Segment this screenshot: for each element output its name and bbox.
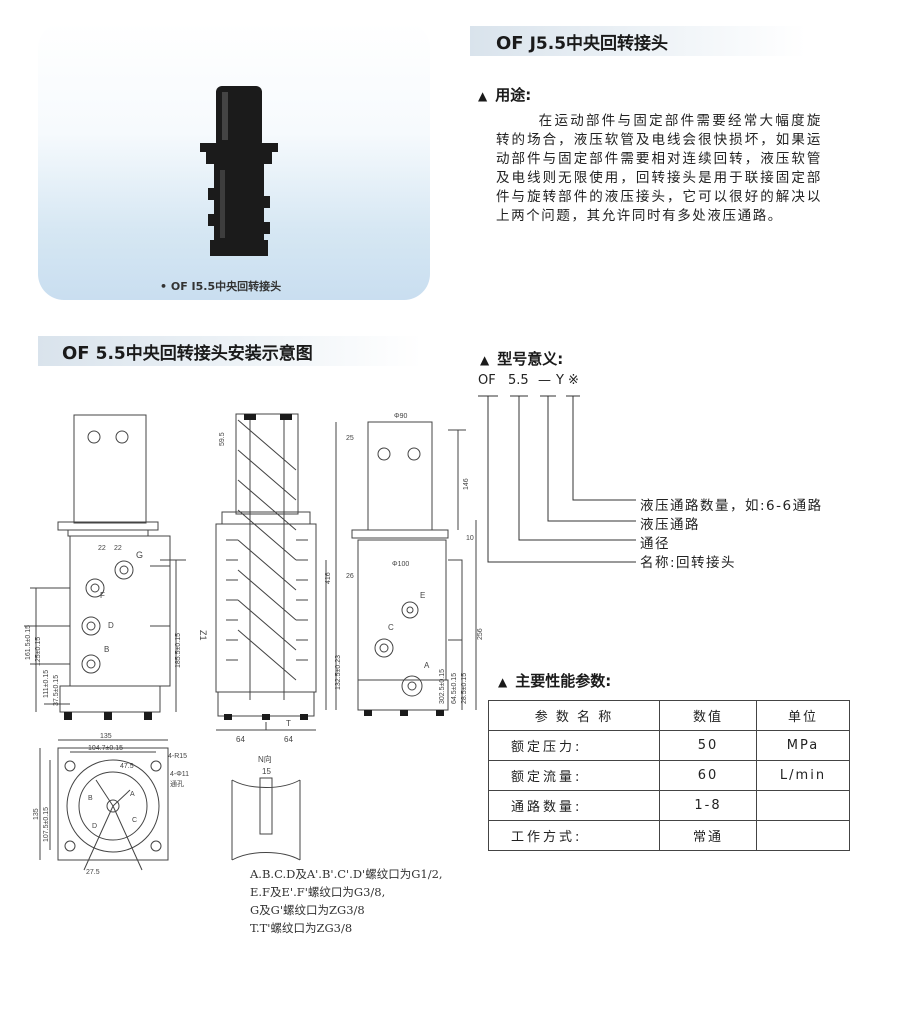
dim-256: 256 xyxy=(477,628,484,640)
dim-25: 25 xyxy=(346,435,354,442)
model-heading: ▲型号意义: xyxy=(480,350,564,368)
usage-text: 在运动部件与固定部件需要经常大幅度旋转的场合，液压软管及电线会很快损坏，如果运动… xyxy=(496,113,822,224)
dim-26: 26 xyxy=(346,573,354,580)
dim-4r15: 4-R15 xyxy=(168,753,187,760)
label-g: G xyxy=(136,550,143,560)
usage-heading: ▲用途: xyxy=(478,86,532,104)
thread-note-3: G及G'螺纹口为ZG3/8 xyxy=(250,903,365,917)
model-code-prefix: OF xyxy=(478,373,496,388)
label-t: T xyxy=(286,719,291,728)
dim-132: 132.5±0.23 xyxy=(335,655,342,690)
table-row: 额定流量: 60 L/min xyxy=(488,760,850,791)
dim-27: 27.5 xyxy=(86,869,100,876)
dim-22b: 22 xyxy=(114,545,122,552)
dim-111: 111±0.15 xyxy=(43,670,50,698)
label-b: B xyxy=(104,645,109,654)
dim-135: 135 xyxy=(100,733,112,740)
table-row: 通路数量: 1-8 xyxy=(488,790,850,821)
dim-37: 37.5±0.15 xyxy=(53,675,60,706)
thread-note-1: A.B.C.D及A'.B'.C'.D'螺纹口为G1/2, xyxy=(250,867,443,881)
model-code-count: ※ xyxy=(568,373,579,388)
dim-15: 15 xyxy=(262,767,271,776)
legend-channel-count: 液压通路数量，如:6-6通路 xyxy=(640,498,823,514)
thread-note-4: T.T'螺纹口为ZG3/8 xyxy=(250,921,353,935)
header-value: 数值 xyxy=(659,700,757,731)
label-b2: B xyxy=(88,795,93,802)
dim-104: 104.7±0.15 xyxy=(88,745,123,752)
dim-64b: 64 xyxy=(284,735,293,744)
header-unit: 单位 xyxy=(756,700,850,731)
thread-note-2: E.F及E'.F'螺纹口为G3/8, xyxy=(250,885,386,899)
dim-22a: 22 xyxy=(98,545,106,552)
dim-135b: 135 xyxy=(33,808,40,820)
model-code-size: 5.5 xyxy=(508,373,529,388)
triangle-icon: ▲ xyxy=(498,675,508,689)
label-z1: Z1 xyxy=(198,630,208,641)
header-param-name: 参 数 名 称 xyxy=(488,700,660,731)
table-header-row: 参 数 名 称 数值 单位 xyxy=(488,700,850,731)
legend-bore: 通径 xyxy=(640,536,670,552)
dim-64a: 64 xyxy=(236,735,245,744)
label-c2: C xyxy=(388,623,394,632)
dim-416: 416 xyxy=(325,572,332,584)
label-e: E xyxy=(420,591,425,600)
model-code-dash: — xyxy=(538,373,551,388)
label-n-view: N向 xyxy=(258,754,272,764)
params-table: 参 数 名 称 数值 单位 额定压力: 50 MPa 额定流量: 60 L/mi… xyxy=(488,700,850,851)
dim-161: 161.5±0.15 xyxy=(25,625,32,660)
dim-10: 10 xyxy=(466,535,474,542)
dim-107: 107.5±0.15 xyxy=(43,807,50,842)
dim-28: 28.5±0.15 xyxy=(461,673,468,704)
dim-59: 59.5 xyxy=(219,432,226,446)
label-f: F xyxy=(100,591,105,600)
triangle-icon: ▲ xyxy=(480,353,490,367)
dim-302: 302.5±0.15 xyxy=(439,669,446,704)
label-through-hole: 通孔 xyxy=(170,779,184,788)
product-photo-panel xyxy=(38,22,430,300)
legend-hydraulic-channel: 液压通路 xyxy=(640,517,700,533)
dim-d90: Φ90 xyxy=(394,413,407,420)
label-d2: D xyxy=(92,823,97,830)
photo-caption: • OF I5.5中央回转接头 xyxy=(160,280,282,293)
dim-4d11: 4-Φ11 xyxy=(170,771,189,778)
dim-125: 125±0.15 xyxy=(35,637,42,666)
model-code-y: Y xyxy=(556,373,564,388)
label-a: A xyxy=(130,791,135,798)
params-heading: ▲主要性能参数: xyxy=(498,672,612,690)
dim-185: 185.5±0.15 xyxy=(175,633,182,668)
legend-name: 名称:回转接头 xyxy=(640,555,737,571)
dim-64-5: 64.5±0.15 xyxy=(451,673,458,704)
table-row: 额定压力: 50 MPa xyxy=(488,730,850,761)
table-row: 工作方式: 常通 xyxy=(488,820,850,851)
label-a2: A xyxy=(424,661,430,670)
dim-47: 47.5 xyxy=(120,763,134,770)
label-c: C xyxy=(132,817,137,824)
label-d: D xyxy=(108,621,114,630)
dim-146: 146 xyxy=(463,478,470,490)
triangle-icon: ▲ xyxy=(478,89,488,103)
dim-d100: Φ100 xyxy=(392,561,409,568)
